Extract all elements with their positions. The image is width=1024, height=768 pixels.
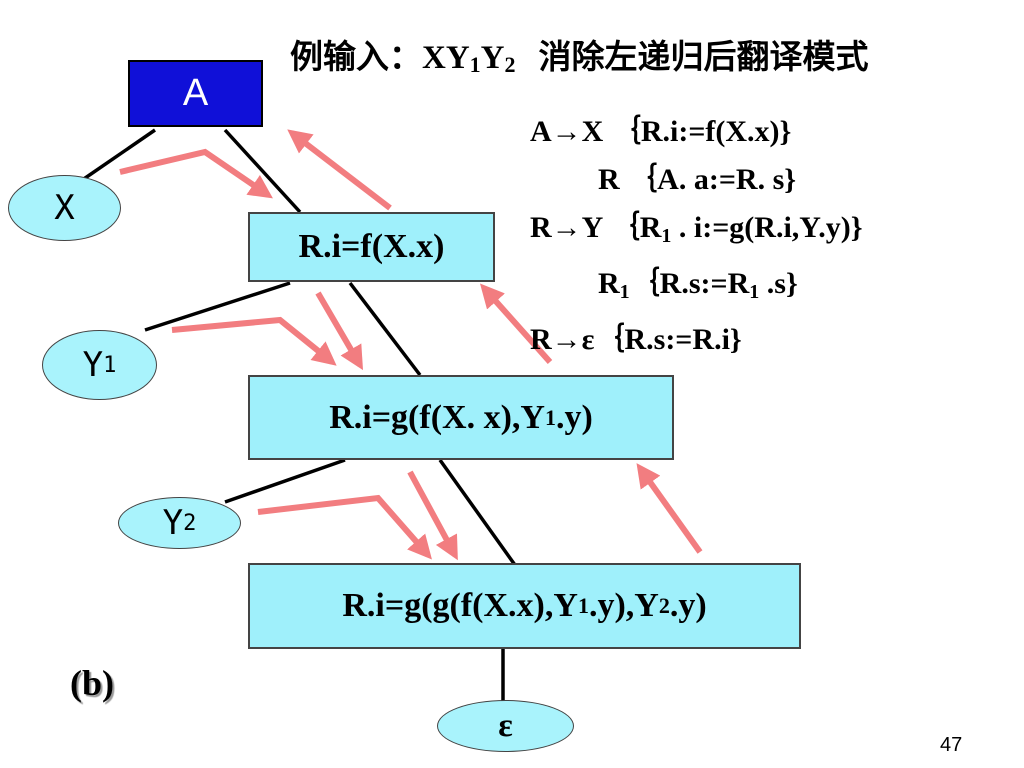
arrow-r1-down: [315, 291, 364, 371]
edge-a-r1: [223, 128, 302, 214]
slide-title: 例输入：XY1Y2 消除左递归后翻译模式: [290, 37, 869, 77]
rule-1: A→X ｛R.i:=f(X.x)}: [530, 115, 792, 148]
root-node-a: A: [128, 60, 263, 127]
figure-label: (b): [70, 663, 114, 703]
rule-5: R→ε｛R.s:=R.i}: [530, 323, 742, 356]
leaf-epsilon: ε: [437, 700, 574, 752]
arrow-r1-up: [287, 129, 392, 211]
arrow-r2-up: [480, 283, 553, 364]
rule-3: R→Y ｛R1 . i:=g(R.i,Y.y)}: [530, 211, 863, 247]
rule-4: R1｛R.s:=R1 .s}: [598, 267, 798, 303]
arrow-y1-down: [171, 316, 337, 366]
edge-r1-y1: [144, 281, 291, 332]
edge-r1-r2: [348, 281, 422, 377]
node-r-1: R.i=f(X.x): [248, 212, 495, 282]
leaf-x: X: [8, 175, 121, 241]
rule-2: R ｛A. a:=R. s}: [598, 163, 797, 196]
edge-r2-r3: [438, 458, 517, 567]
arrow-r2-down: [407, 470, 458, 561]
arrow-y2-down: [257, 494, 432, 560]
page-number: 47: [940, 734, 963, 756]
arrow-x-down: [119, 148, 273, 199]
edge-r2-y2: [224, 458, 346, 504]
translation-rules: A→X ｛R.i:=f(X.x)} R ｛A. a:=R. s} R→Y ｛R1…: [530, 108, 863, 364]
edge-a-x: [74, 128, 156, 187]
arrow-r3-up: [636, 463, 703, 554]
